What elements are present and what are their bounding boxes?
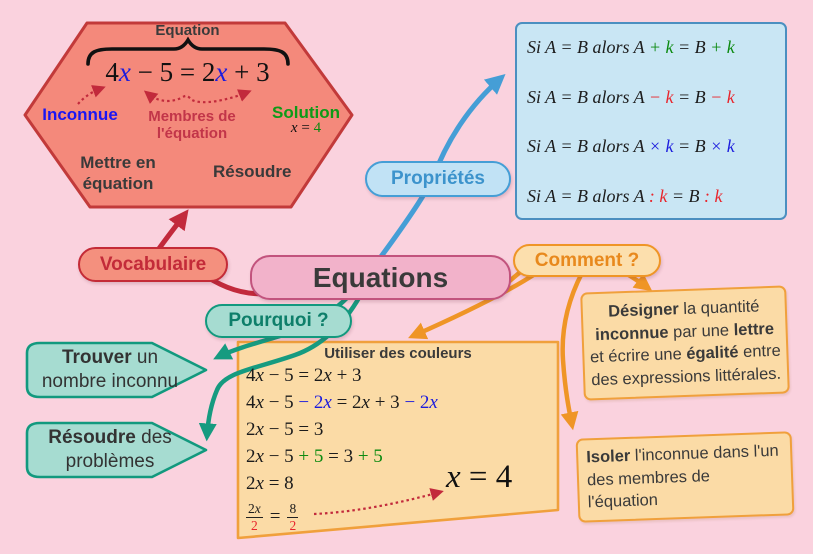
fraction-left: 2x 2 xyxy=(246,500,263,533)
label-inconnue: Inconnue xyxy=(42,105,118,124)
node-pourquoi: Pourquoi ? xyxy=(205,304,352,338)
step-2: 4x − 5 − 2x = 2x + 3 − 2x xyxy=(246,392,438,413)
label-solution-value: x = 4 xyxy=(290,120,322,136)
node-proprietes: Propriétés xyxy=(365,161,511,197)
node-comment: Comment ? xyxy=(513,244,661,277)
arrow-vocabulaire-hexagon xyxy=(155,209,189,252)
step-5: 2x = 8 xyxy=(246,473,294,494)
colors-box-steps: 4x − 5 = 2x + 3 4x − 5 − 2x = 2x + 3 − 2… xyxy=(246,362,438,535)
step-4: 2x − 5 + 5 = 3 + 5 xyxy=(246,446,383,467)
property-line-multiply: Si A = B alors A × k = B × k xyxy=(527,136,735,157)
why-node-resoudre: Résoudre des problèmes xyxy=(48,427,172,472)
step-3: 2x − 5 = 3 xyxy=(246,419,324,440)
fraction-right: 8 2 xyxy=(287,500,299,533)
step-1: 4x − 5 = 2x + 3 xyxy=(246,365,362,386)
label-mettre-en-equation: Mettre en équation xyxy=(80,153,156,193)
fraction-equals: = xyxy=(269,506,281,527)
why-node-trouver: Trouver un nombre inconnu xyxy=(41,347,179,392)
properties-box: Si A = B alors A + k = B + k Si A = B al… xyxy=(515,22,787,220)
solution-result: x = 4 xyxy=(446,459,513,495)
node-equations-center: Equations xyxy=(250,255,511,300)
how-box-designer: Désigner la quantité inconnue par une le… xyxy=(580,285,790,401)
label-membres: Membres de l'équation xyxy=(148,108,236,142)
hexagon-equation: 4x − 5 = 2x + 3 xyxy=(105,57,270,87)
property-line-add: Si A = B alors A + k = B + k xyxy=(527,37,735,57)
arrow-comment-isoler xyxy=(560,271,584,431)
dotted-arrow-inconnue xyxy=(77,85,106,105)
hexagon-title: Equation xyxy=(155,22,220,39)
node-vocabulaire: Vocabulaire xyxy=(78,247,228,282)
property-line-subtract: Si A = B alors A − k = B − k xyxy=(527,86,735,107)
colors-box-title: Utiliser des couleurs xyxy=(324,345,472,362)
dotted-arrow-membres xyxy=(143,89,252,104)
property-line-divide: Si A = B alors A : k = B : k xyxy=(527,185,723,206)
step-fractions: 2x 2 = 8 2 xyxy=(246,499,438,535)
label-resoudre: Résoudre xyxy=(213,162,292,181)
how-box-isoler: Isoler l'inconnue dans l'un des membres … xyxy=(575,431,795,523)
